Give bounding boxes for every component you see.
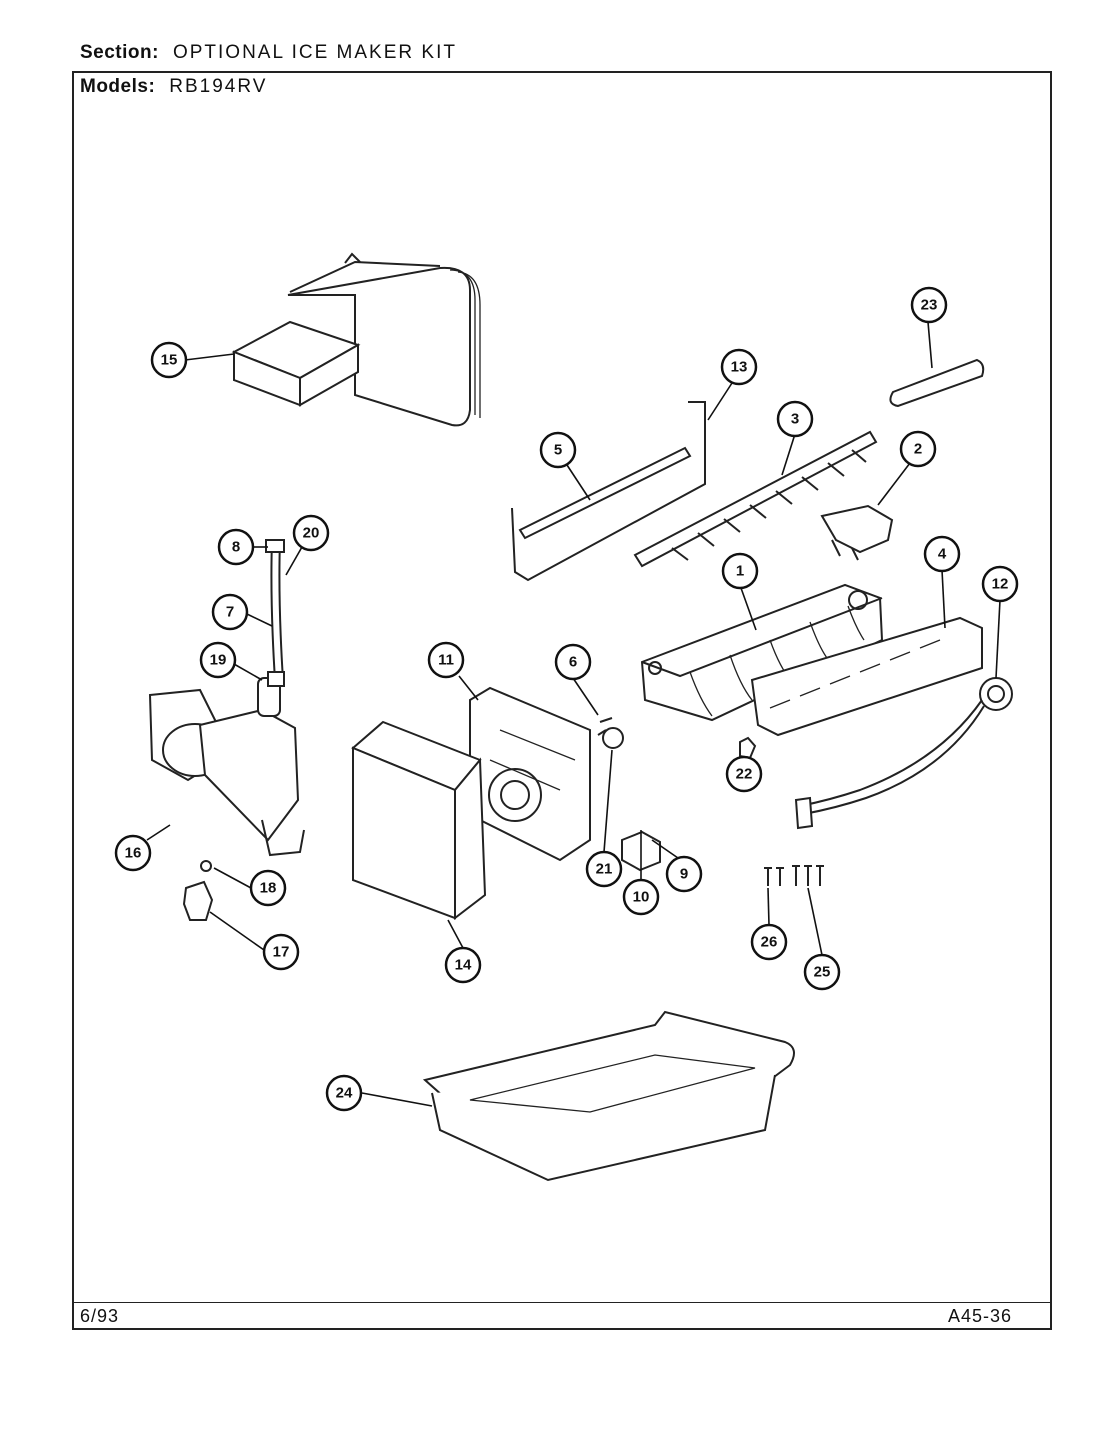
callout-11: 11 — [427, 641, 465, 679]
callout-13: 13 — [720, 348, 758, 386]
section-title: OPTIONAL ICE MAKER KIT — [172, 42, 457, 63]
callout-17: 17 — [262, 933, 300, 971]
part-7-fill-tube — [265, 539, 285, 687]
drawing-frame — [72, 71, 1052, 1330]
svg-text:26: 26 — [761, 934, 778, 951]
callout-12: 12 — [981, 565, 1019, 603]
svg-text:21: 21 — [596, 861, 613, 878]
screws — [764, 865, 824, 886]
svg-text:19: 19 — [210, 652, 227, 669]
callout-4: 4 — [923, 535, 961, 573]
part-4-shield — [750, 616, 983, 737]
callout-25: 25 — [803, 953, 841, 991]
svg-text:12: 12 — [992, 576, 1009, 593]
svg-text:14: 14 — [455, 957, 472, 974]
callout-5: 5 — [539, 431, 577, 469]
callout-21: 21 — [585, 850, 623, 888]
part-23-tube — [889, 358, 985, 408]
svg-text:24: 24 — [336, 1085, 353, 1102]
svg-text:10: 10 — [633, 889, 650, 906]
svg-text:2: 2 — [914, 441, 922, 458]
models-label: Models: — [80, 76, 156, 97]
part-5-rod-and-13-arm — [511, 401, 706, 582]
part-16-valve — [148, 677, 305, 857]
revision-date: 6/93 — [80, 1306, 120, 1326]
callout-22: 22 — [725, 755, 763, 793]
svg-text:15: 15 — [161, 352, 178, 369]
svg-text:13: 13 — [731, 359, 748, 376]
callout-15: 15 — [150, 341, 188, 379]
callout-3: 3 — [776, 400, 814, 438]
part-1-ice-mold — [640, 583, 884, 722]
svg-text:9: 9 — [680, 866, 688, 883]
page-code: A45-36 — [948, 1306, 1013, 1326]
part-15-bracket — [231, 252, 481, 427]
callout-9: 9 — [665, 855, 703, 893]
callout-14: 14 — [444, 946, 482, 984]
svg-text:11: 11 — [438, 652, 454, 669]
leader-lines — [146, 321, 1001, 1107]
svg-text:18: 18 — [260, 880, 277, 897]
svg-text:4: 4 — [938, 546, 947, 563]
svg-text:25: 25 — [814, 964, 831, 981]
part-3-ejector — [633, 430, 878, 568]
svg-text:23: 23 — [921, 297, 938, 314]
callout-10: 10 — [622, 878, 660, 916]
small-parts — [597, 717, 757, 872]
callout-8: 8 — [217, 528, 255, 566]
part-17-and-18 — [182, 860, 214, 921]
section-label: Section: — [80, 42, 159, 63]
svg-text:22: 22 — [736, 766, 753, 783]
section-header: Section: OPTIONAL ICE MAKER KIT — [80, 42, 457, 64]
svg-text:6: 6 — [569, 654, 577, 671]
part-2-bracket — [820, 504, 894, 561]
svg-text:5: 5 — [554, 442, 562, 459]
callout-26: 26 — [750, 923, 788, 961]
callout-2: 2 — [899, 430, 937, 468]
callout-16: 16 — [114, 834, 152, 872]
callout-1: 1 — [721, 552, 759, 590]
models-value: RB194RV — [169, 76, 268, 97]
svg-text:17: 17 — [273, 944, 290, 961]
callout-23: 23 — [910, 286, 948, 324]
models-header: Models: RB194RV — [80, 76, 267, 98]
svg-text:16: 16 — [125, 845, 142, 862]
callout-20: 20 — [292, 514, 330, 552]
svg-text:1: 1 — [736, 563, 744, 580]
callout-7: 7 — [211, 593, 249, 631]
callout-24: 24 — [325, 1074, 363, 1112]
svg-text:3: 3 — [791, 411, 799, 428]
svg-text:7: 7 — [226, 604, 234, 621]
svg-text:20: 20 — [303, 525, 320, 542]
svg-text:8: 8 — [232, 539, 240, 556]
part-24-ice-bin — [422, 1010, 795, 1182]
part-14-cover — [351, 720, 487, 921]
callout-6: 6 — [554, 643, 592, 681]
callout-19: 19 — [199, 641, 237, 679]
callout-18: 18 — [249, 869, 287, 907]
footer-rule — [72, 1302, 1052, 1303]
part-11-control — [469, 686, 591, 862]
